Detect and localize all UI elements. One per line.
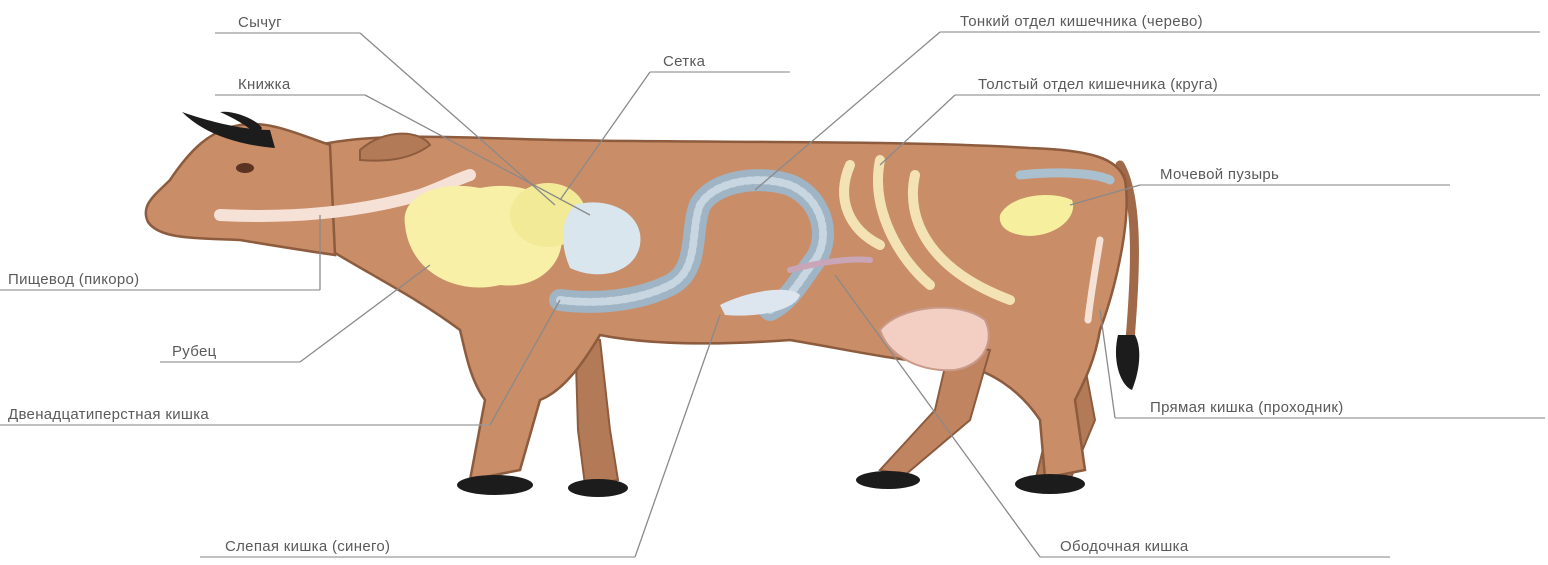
label-dvenadtsat: Двенадцатиперстная кишка xyxy=(8,406,209,423)
label-mochevoy: Мочевой пузырь xyxy=(1160,166,1279,183)
tail-switch xyxy=(1116,335,1139,390)
cow-head xyxy=(146,124,335,255)
hoof-front-near xyxy=(457,475,533,495)
udder xyxy=(880,308,989,371)
label-knizhka: Книжка xyxy=(238,76,291,93)
label-tolstyy: Толстый отдел кишечника (круга) xyxy=(978,76,1218,93)
hoof-hind-near xyxy=(856,471,920,489)
cow-eye xyxy=(236,163,254,173)
label-slepaya: Слепая кишка (синего) xyxy=(225,538,390,555)
label-setka: Сетка xyxy=(663,53,706,70)
label-rubets: Рубец xyxy=(172,343,217,360)
hoof-hind-far xyxy=(1015,474,1085,494)
label-syrug: Сычуг xyxy=(238,14,282,31)
hoof-front-far xyxy=(568,479,628,497)
label-obodochnaya: Ободочная кишка xyxy=(1060,538,1189,555)
label-tonkiy: Тонкий отдел кишечника (черево) xyxy=(960,13,1203,30)
label-pishchevod: Пищевод (пикоро) xyxy=(8,271,139,288)
label-pryamaya: Прямая кишка (проходник) xyxy=(1150,399,1344,416)
